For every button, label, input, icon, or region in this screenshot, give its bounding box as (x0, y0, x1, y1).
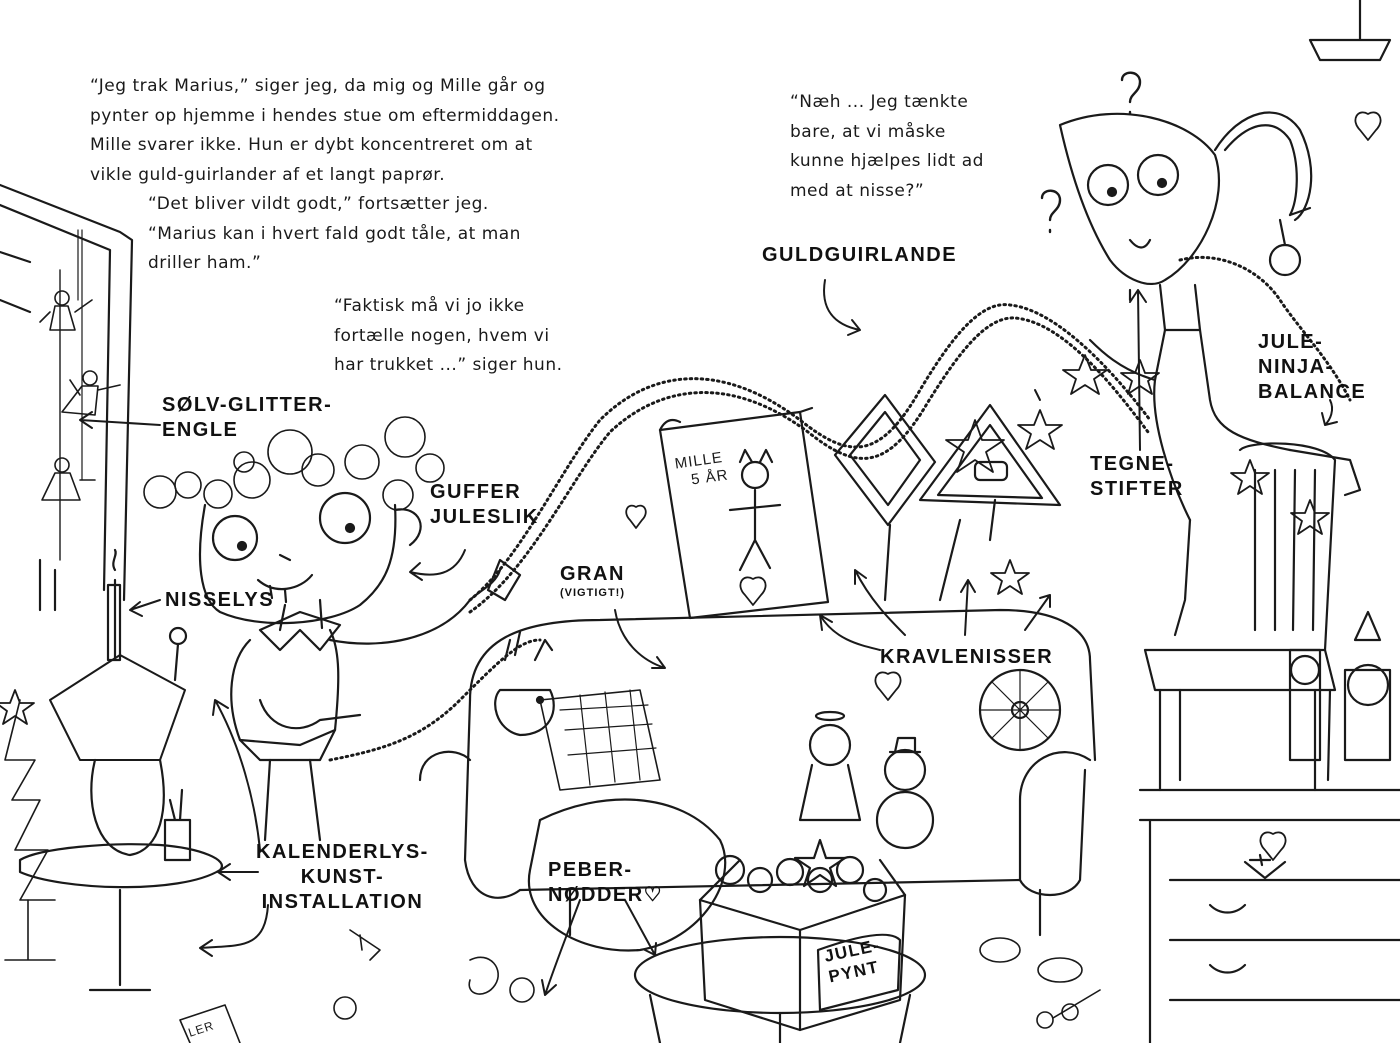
narration-line: kunne hjælpes lidt ad (790, 151, 984, 171)
label-line: PEBER- (548, 859, 633, 881)
label-gran: GRAN (VIGTIGT!) (560, 562, 625, 600)
blanket (527, 798, 727, 952)
label-line: ENGLE (162, 419, 239, 441)
label-pebernodder: PEBER- NØDDER♡ (548, 858, 663, 908)
narration-line: pynter op hjemme i hendes stue om efterm… (90, 105, 560, 126)
label-line: NINJA- (1258, 356, 1334, 378)
label-line: SØLV-GLITTER- (162, 394, 333, 416)
label-kravlenisser: KRAVLENISSER (880, 646, 1054, 668)
narrator-girl (143, 416, 522, 842)
narration-line: fortælle nogen, hvem vi (334, 325, 550, 346)
label-kalenderlys-kunst-installation: KALENDERLYS- KUNST- INSTALLATION (256, 840, 429, 915)
floor-items (179, 929, 1101, 1043)
narration-block-3: “Næh ... Jeg tænkte bare, at vi måske ku… (790, 88, 984, 206)
narration-line: “Næh ... Jeg tænkte (790, 92, 969, 112)
narration-block-2: “Faktisk må vi jo ikke fortælle nogen, h… (334, 292, 563, 381)
moose-toy (494, 630, 555, 737)
label-line: KUNST- (300, 866, 385, 888)
narration-line: har trukket ...” siger hun. (334, 355, 563, 375)
silver-glitter-angel-icon (39, 229, 121, 501)
gold-garland-icon (328, 255, 1352, 762)
label-line: KALENDERLYS- (256, 841, 429, 863)
decoration-box (698, 838, 907, 1032)
chair (1143, 442, 1337, 792)
label-line: GRAN (560, 563, 625, 585)
label-line: NØDDER♡ (548, 884, 664, 906)
label-nisselys: NISSELYS (165, 589, 275, 611)
mille-drawing (658, 406, 830, 620)
label-line: BALANCE (1258, 381, 1367, 403)
label-line: JULESLIK (430, 506, 539, 528)
label-line: JULE- (1258, 331, 1324, 353)
narration-block-1: “Jeg trak Marius,” siger jeg, da mig og … (90, 72, 560, 279)
label-solv-glitter-engle: SØLV-GLITTER- ENGLE (162, 393, 332, 443)
nutcracker-figures (1288, 610, 1392, 762)
narration-line: med at nisse?” (790, 180, 925, 201)
label-guffer-juleslik: GUFFER JULESLIK (430, 480, 539, 530)
narration-line: “Faktisk må vi jo ikke (334, 296, 525, 316)
star-icon (0, 354, 1330, 725)
narration-line: “Det bliver vildt godt,” fortsætter jeg. (148, 194, 489, 214)
narration-line: driller ham.” (148, 253, 262, 273)
ceiling-lamp (1308, 0, 1392, 62)
label-tegnestifter: TEGNE- STIFTER (1090, 452, 1184, 502)
label-line: INSTALLATION (261, 891, 424, 913)
window (0, 183, 134, 612)
arrows (79, 279, 1338, 996)
drawing-sign: MILLE 5 ÅR (674, 449, 730, 492)
angel-figure (798, 710, 862, 822)
dresser (1138, 788, 1400, 1043)
warning-signs (833, 393, 1062, 602)
heart-icon (625, 111, 1382, 861)
narration-line: “Jeg trak Marius,” siger jeg, da mig og … (90, 76, 546, 96)
label-guldguirlande: GULDGUIRLANDE (762, 244, 958, 266)
narration-line: Mille svarer ikke. Hun er dybt koncentre… (90, 135, 533, 155)
snowman-figure (875, 736, 935, 850)
label-subline: (VIGTIGT!) (560, 587, 625, 599)
mille-girl (1058, 111, 1362, 637)
couch (418, 608, 1097, 937)
label-line: TEGNE- (1090, 453, 1175, 475)
narration-line: bare, at vi måske (790, 121, 946, 142)
label-jule-ninja-balance: JULE- NINJA- BALANCE (1258, 330, 1366, 405)
narration-line: “Marius kan i hvert fald godt tåle, at m… (148, 223, 521, 244)
coffee-table (633, 935, 927, 1043)
question-mark-icon (1040, 71, 1142, 234)
label-line: STIFTER (1090, 478, 1184, 500)
narration-line: vikle guld-guirlander af et langt paprør… (90, 164, 446, 185)
side-table (18, 548, 223, 992)
small-tree (4, 699, 56, 961)
label-line: GUFFER (430, 481, 522, 503)
